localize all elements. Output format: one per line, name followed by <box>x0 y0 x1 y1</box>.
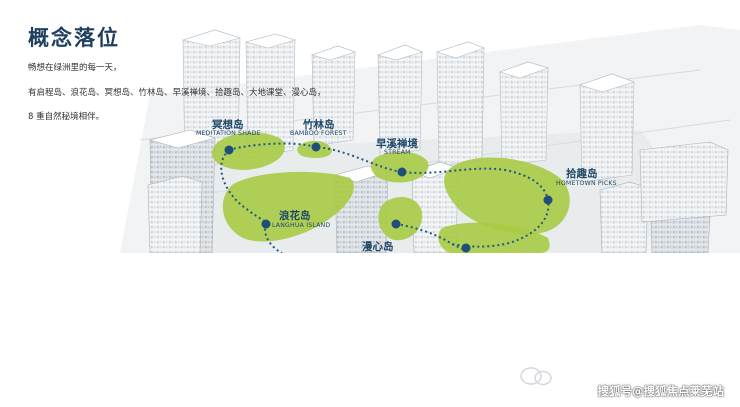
label-meditation-cn: 冥想岛 <box>212 119 244 131</box>
island-manxin <box>378 196 423 241</box>
node-hometown <box>543 195 553 205</box>
tower <box>579 73 635 183</box>
label-hometown-cn: 拾趣岛 <box>566 168 598 180</box>
tower <box>499 61 549 167</box>
node-stream <box>397 167 407 177</box>
island-hometown <box>444 157 570 235</box>
watermark-logo-icon <box>520 367 552 386</box>
label-manxin-cn: 漫心岛 <box>362 241 394 253</box>
label-bamboo-cn: 竹林岛 <box>303 119 335 131</box>
tower <box>436 41 485 167</box>
tower <box>310 45 356 147</box>
tower <box>377 44 423 157</box>
island-stream <box>371 151 429 183</box>
label-stream-en: STREAM <box>384 149 411 156</box>
node-bamboo <box>311 142 321 152</box>
green-islands <box>212 132 570 253</box>
page-title: 概念落位 <box>28 25 120 50</box>
low-building <box>639 141 729 223</box>
island-meditation <box>212 132 285 170</box>
label-langhua-cn: 浪花岛 <box>279 210 311 222</box>
label-meditation-en: MEDITATION SHADE <box>196 130 261 137</box>
tower <box>147 175 203 253</box>
tower <box>599 181 649 253</box>
node-meditation <box>224 145 234 155</box>
node-langhua <box>261 219 271 229</box>
label-bamboo-en: BAMBOO FOREST <box>290 130 347 137</box>
label-stream-cn: 早溪禅境 <box>376 138 418 150</box>
watermark-text: 搜狐号@搜狐焦点莱芜站 <box>597 384 725 398</box>
intro-line-1: 畅想在绿洲里的每一天， <box>28 63 122 73</box>
label-langhua-en: LANGHUA ISLAND <box>272 222 331 229</box>
tower-buildings <box>147 29 729 253</box>
island-langhua <box>222 171 354 242</box>
node-manxin <box>391 219 401 229</box>
circulation-path <box>220 142 550 253</box>
masterplan-illustration <box>120 25 740 253</box>
intro-line-2: 有启程岛、浪花岛、冥想岛、竹林岛、早溪禅境、拾趣岛、大地课堂、漫心岛， <box>28 88 326 98</box>
label-hometown-en: HOMETOWN PICKS <box>556 180 617 187</box>
intro-line-3: 8 重自然秘境相伴。 <box>28 112 105 122</box>
node-lower <box>461 243 471 253</box>
path-nodes <box>224 142 553 253</box>
